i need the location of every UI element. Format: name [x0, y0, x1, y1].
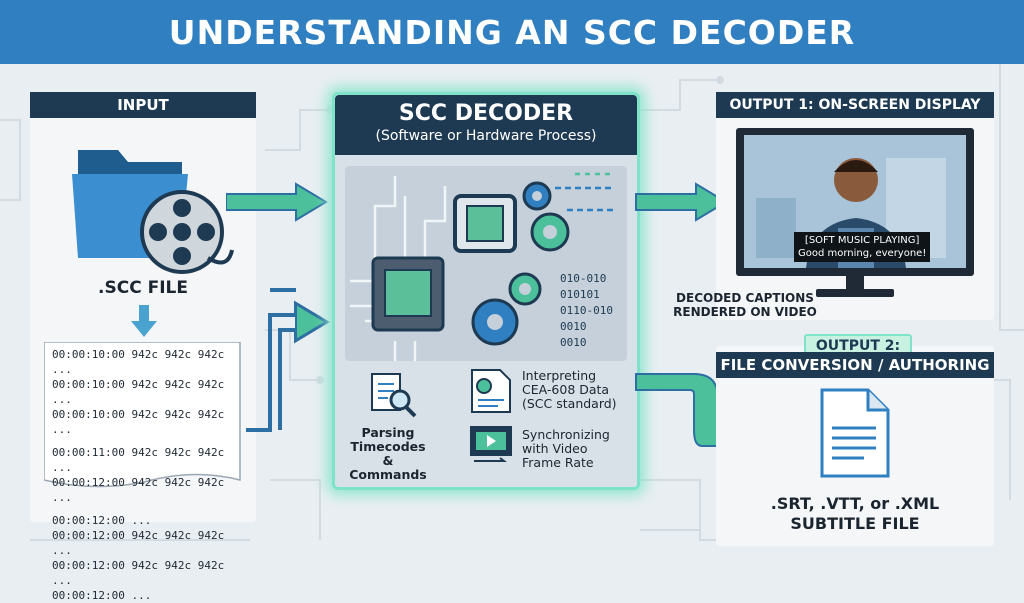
- scc-line: 00:00:10:00 942c 942c 942c ...: [52, 348, 225, 376]
- gear-document-icon: [471, 369, 511, 413]
- folder-film-reel-icon: [72, 150, 234, 274]
- binary-line: 0010: [560, 336, 587, 349]
- decoder-subtitle: (Software or Hardware Process): [375, 128, 597, 144]
- document-magnifier-icon: [371, 373, 417, 418]
- scc-document: [44, 342, 241, 488]
- binary-line: 010101: [560, 288, 600, 301]
- scc-line: 00:00:12:00 942c 942c 942c ...: [52, 559, 225, 587]
- step-sync: Synchronizing with Video Frame Rate: [522, 428, 610, 470]
- step-parsing-line: Parsing: [361, 425, 415, 440]
- step-parsing: Parsing Timecodes & Commands: [345, 426, 431, 482]
- circuit-background: [0, 60, 1024, 544]
- decoder-header: SCC DECODER (Software or Hardware Proces…: [335, 95, 637, 155]
- step-parsing-line: Timecodes &: [350, 439, 426, 468]
- title-banner: UNDERSTANDING AN SCC DECODER: [0, 0, 1024, 64]
- decoder-title: SCC DECODER: [398, 101, 574, 126]
- caption-line: [SOFT MUSIC PLAYING]: [804, 235, 920, 246]
- output2-header: FILE CONVERSION / AUTHORING: [716, 352, 994, 378]
- page-title: UNDERSTANDING AN SCC DECODER: [168, 12, 856, 52]
- output1-header: OUTPUT 1: ON-SCREEN DISPLAY: [716, 92, 994, 118]
- caption-line: Good morning, everyone!: [798, 248, 927, 259]
- processor-gears-graphic: [350, 172, 615, 361]
- step-parsing-line: Commands: [349, 467, 427, 482]
- tv-monitor: [736, 128, 974, 297]
- scc-line: 00:00:12:00 ...: [52, 589, 152, 602]
- decoded-captions-label: DECODED CAPTIONS RENDERED ON VIDEO: [640, 291, 850, 319]
- step-interpreting-line: (SCC standard): [522, 396, 617, 411]
- input-header: INPUT: [30, 92, 256, 118]
- output2-file-label: .SRT, .VTT, or .XML SUBTITLE FILE: [716, 494, 994, 534]
- subtitle-file-icon: [820, 388, 890, 478]
- scc-line: 00:00:10:00 942c 942c 942c ...: [52, 378, 225, 406]
- step-sync-line: Frame Rate: [522, 455, 594, 470]
- decoded-captions-line: DECODED CAPTIONS: [676, 291, 814, 305]
- binary-line: 010-010: [560, 272, 607, 285]
- scc-line: 00:00:12:00 942c 942c 942c ...: [52, 529, 225, 557]
- input-arrows: [226, 182, 330, 432]
- decoded-captions-line: RENDERED ON VIDEO: [673, 305, 817, 319]
- scc-line: 00:00:11:00 942c 942c 942c ...: [52, 446, 225, 474]
- binary-line: 0110-010: [560, 304, 613, 317]
- step-sync-line: Synchronizing: [522, 427, 610, 442]
- scc-line: 00:00:12:00 942c 942c 942c ...: [52, 476, 225, 504]
- video-sync-icon: [470, 426, 512, 462]
- step-interpreting-line: CEA-608 Data: [522, 382, 610, 397]
- scc-file-label: .SCC FILE: [98, 278, 188, 298]
- scc-line: 00:00:12:00 ...: [52, 514, 152, 527]
- step-interpreting-line: Interpreting: [522, 368, 597, 383]
- scc-line: 00:00:10:00 942c 942c 942c ...: [52, 408, 225, 436]
- output2-file-line: SUBTITLE FILE: [790, 514, 920, 533]
- step-sync-line: with Video: [522, 441, 588, 456]
- output2-file-line: .SRT, .VTT, or .XML: [770, 494, 940, 513]
- binary-line: 0010: [560, 320, 587, 333]
- step-interpreting: Interpreting CEA-608 Data (SCC standard): [522, 369, 617, 411]
- scc-text: 00:00:10:00 942c 942c 942c ... 00:00:10:…: [52, 347, 240, 603]
- caption-overlay: [SOFT MUSIC PLAYING] Good morning, every…: [794, 232, 931, 262]
- down-arrow-icon: [131, 305, 157, 337]
- binary-stream: 010-010 010101 0110-010 0010 0010: [560, 271, 613, 351]
